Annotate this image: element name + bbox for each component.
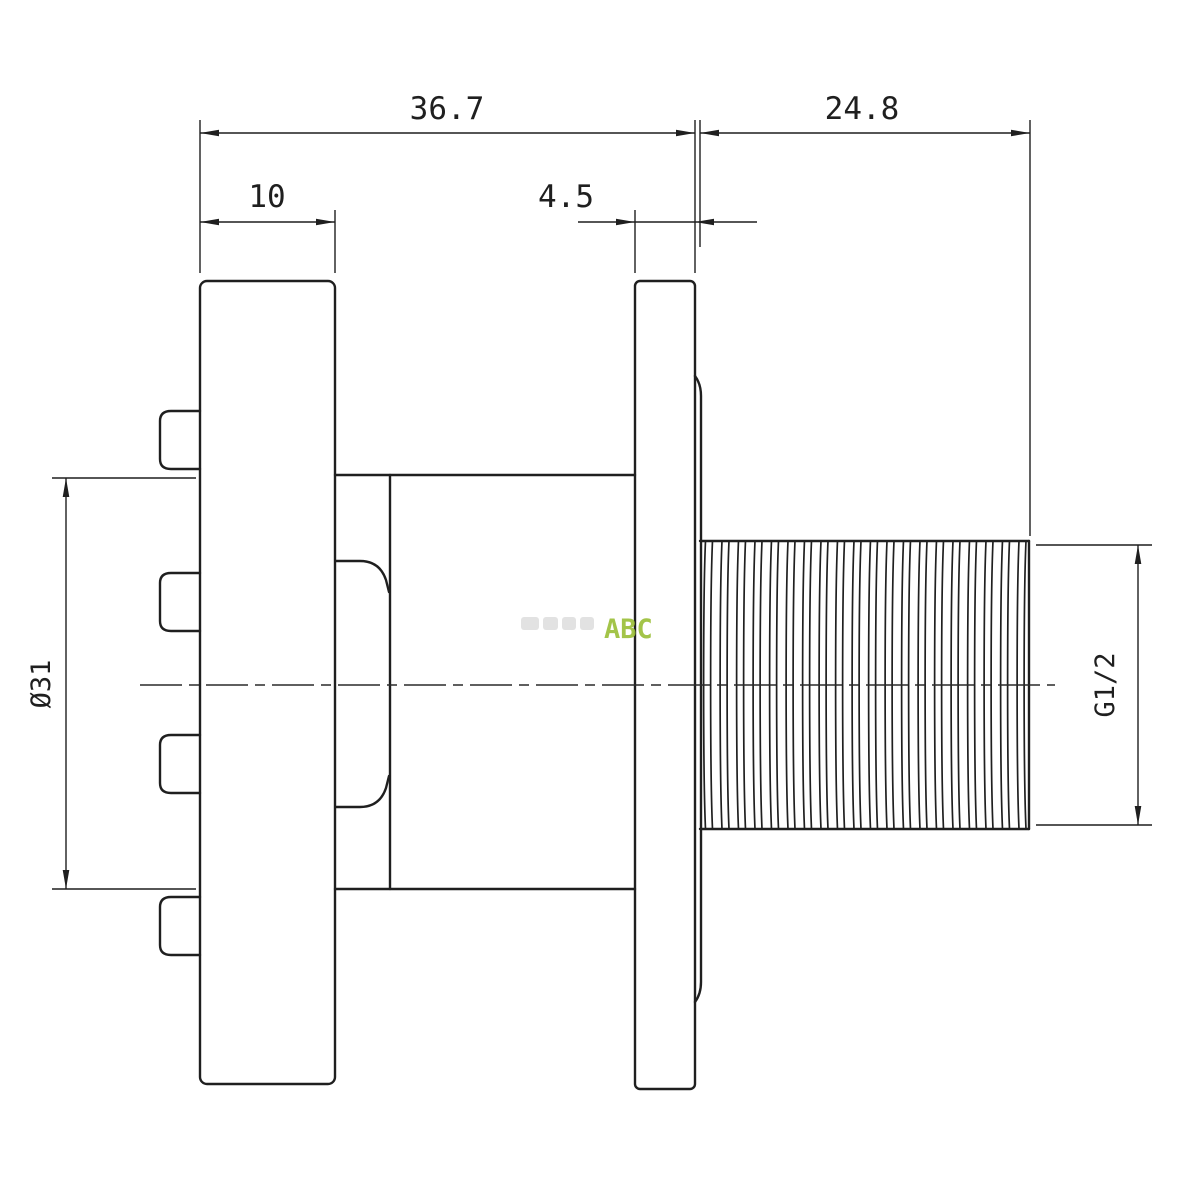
- relief-curve-top: [334, 559, 391, 594]
- relief-curve-bottom: [334, 774, 391, 809]
- knurl-tab: [158, 571, 202, 633]
- dim-flange-thickness-label: 4.5: [538, 179, 594, 215]
- dim-thread-length-label: 24.8: [825, 91, 900, 127]
- knurl-tab: [158, 409, 202, 471]
- watermark-faded-logo: [521, 617, 594, 630]
- dim-thread-length: 24.8: [699, 91, 1031, 536]
- dim-knurl-width-label: 10: [248, 179, 285, 215]
- dim-body-diameter: Ø31: [26, 477, 196, 890]
- dim-flange-thickness: 4.5: [538, 179, 757, 273]
- knurled-flange: [198, 279, 337, 1086]
- dim-total-length-label: 36.7: [410, 91, 485, 127]
- dim-total-length: 36.7: [199, 91, 696, 273]
- watermark-brand-text: ABC: [604, 614, 653, 645]
- knurl-tab: [158, 895, 202, 957]
- dimension-annotations: 36.7 24.8 10 4.5 Ø31: [26, 91, 1152, 890]
- dim-knurl-width: 10: [200, 179, 336, 273]
- dim-thread-spec: G1/2: [1036, 544, 1152, 826]
- dim-body-diameter-label: Ø31: [26, 660, 57, 709]
- dim-thread-spec-label: G1/2: [1090, 652, 1121, 717]
- knurl-tab: [158, 733, 202, 795]
- watermark: ABC: [521, 614, 653, 645]
